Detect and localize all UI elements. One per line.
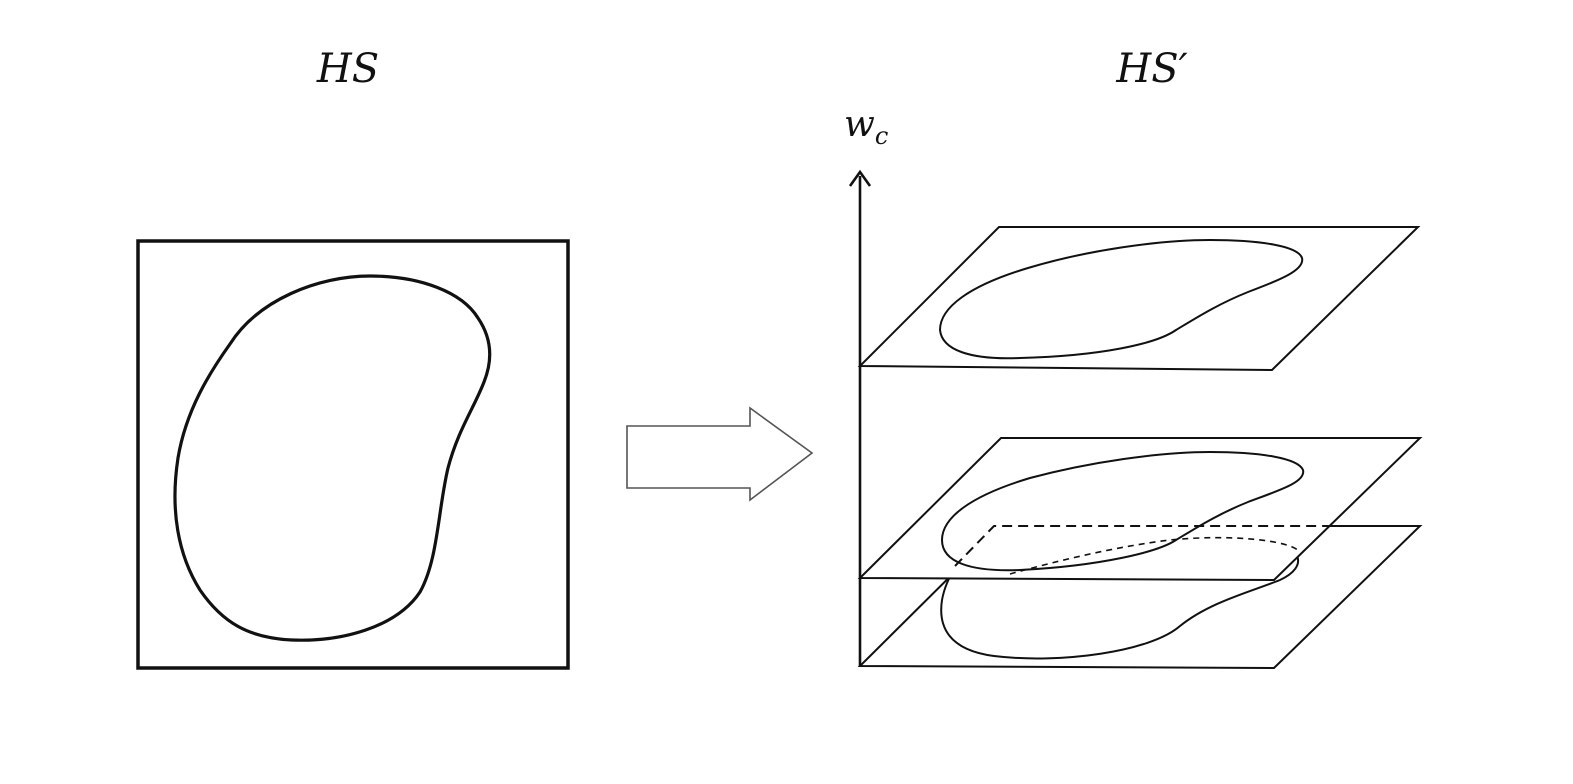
middle-plane-outline [857,437,1423,582]
axis-label: wc [844,104,888,150]
axis-arrowhead [848,169,872,187]
left-panel-title: HS [316,46,379,92]
top-plane-curve [938,238,1304,360]
top-plane-outline [857,226,1421,372]
axis-label-base: w [844,104,875,145]
right-panel: HS′ wc [844,46,1423,670]
hidden-curve [1009,536,1301,575]
middle-plane-curve [940,450,1305,572]
hidden-plane-edge [954,525,1335,567]
transform-arrow [626,406,814,502]
left-blob [173,274,492,642]
middle-plane [857,437,1423,582]
right-panel-title: HS′ [1115,46,1187,92]
left-frame [136,239,570,670]
top-plane [857,226,1421,372]
axis-label-subscript: c [875,122,888,150]
left-panel: HS [136,46,570,670]
